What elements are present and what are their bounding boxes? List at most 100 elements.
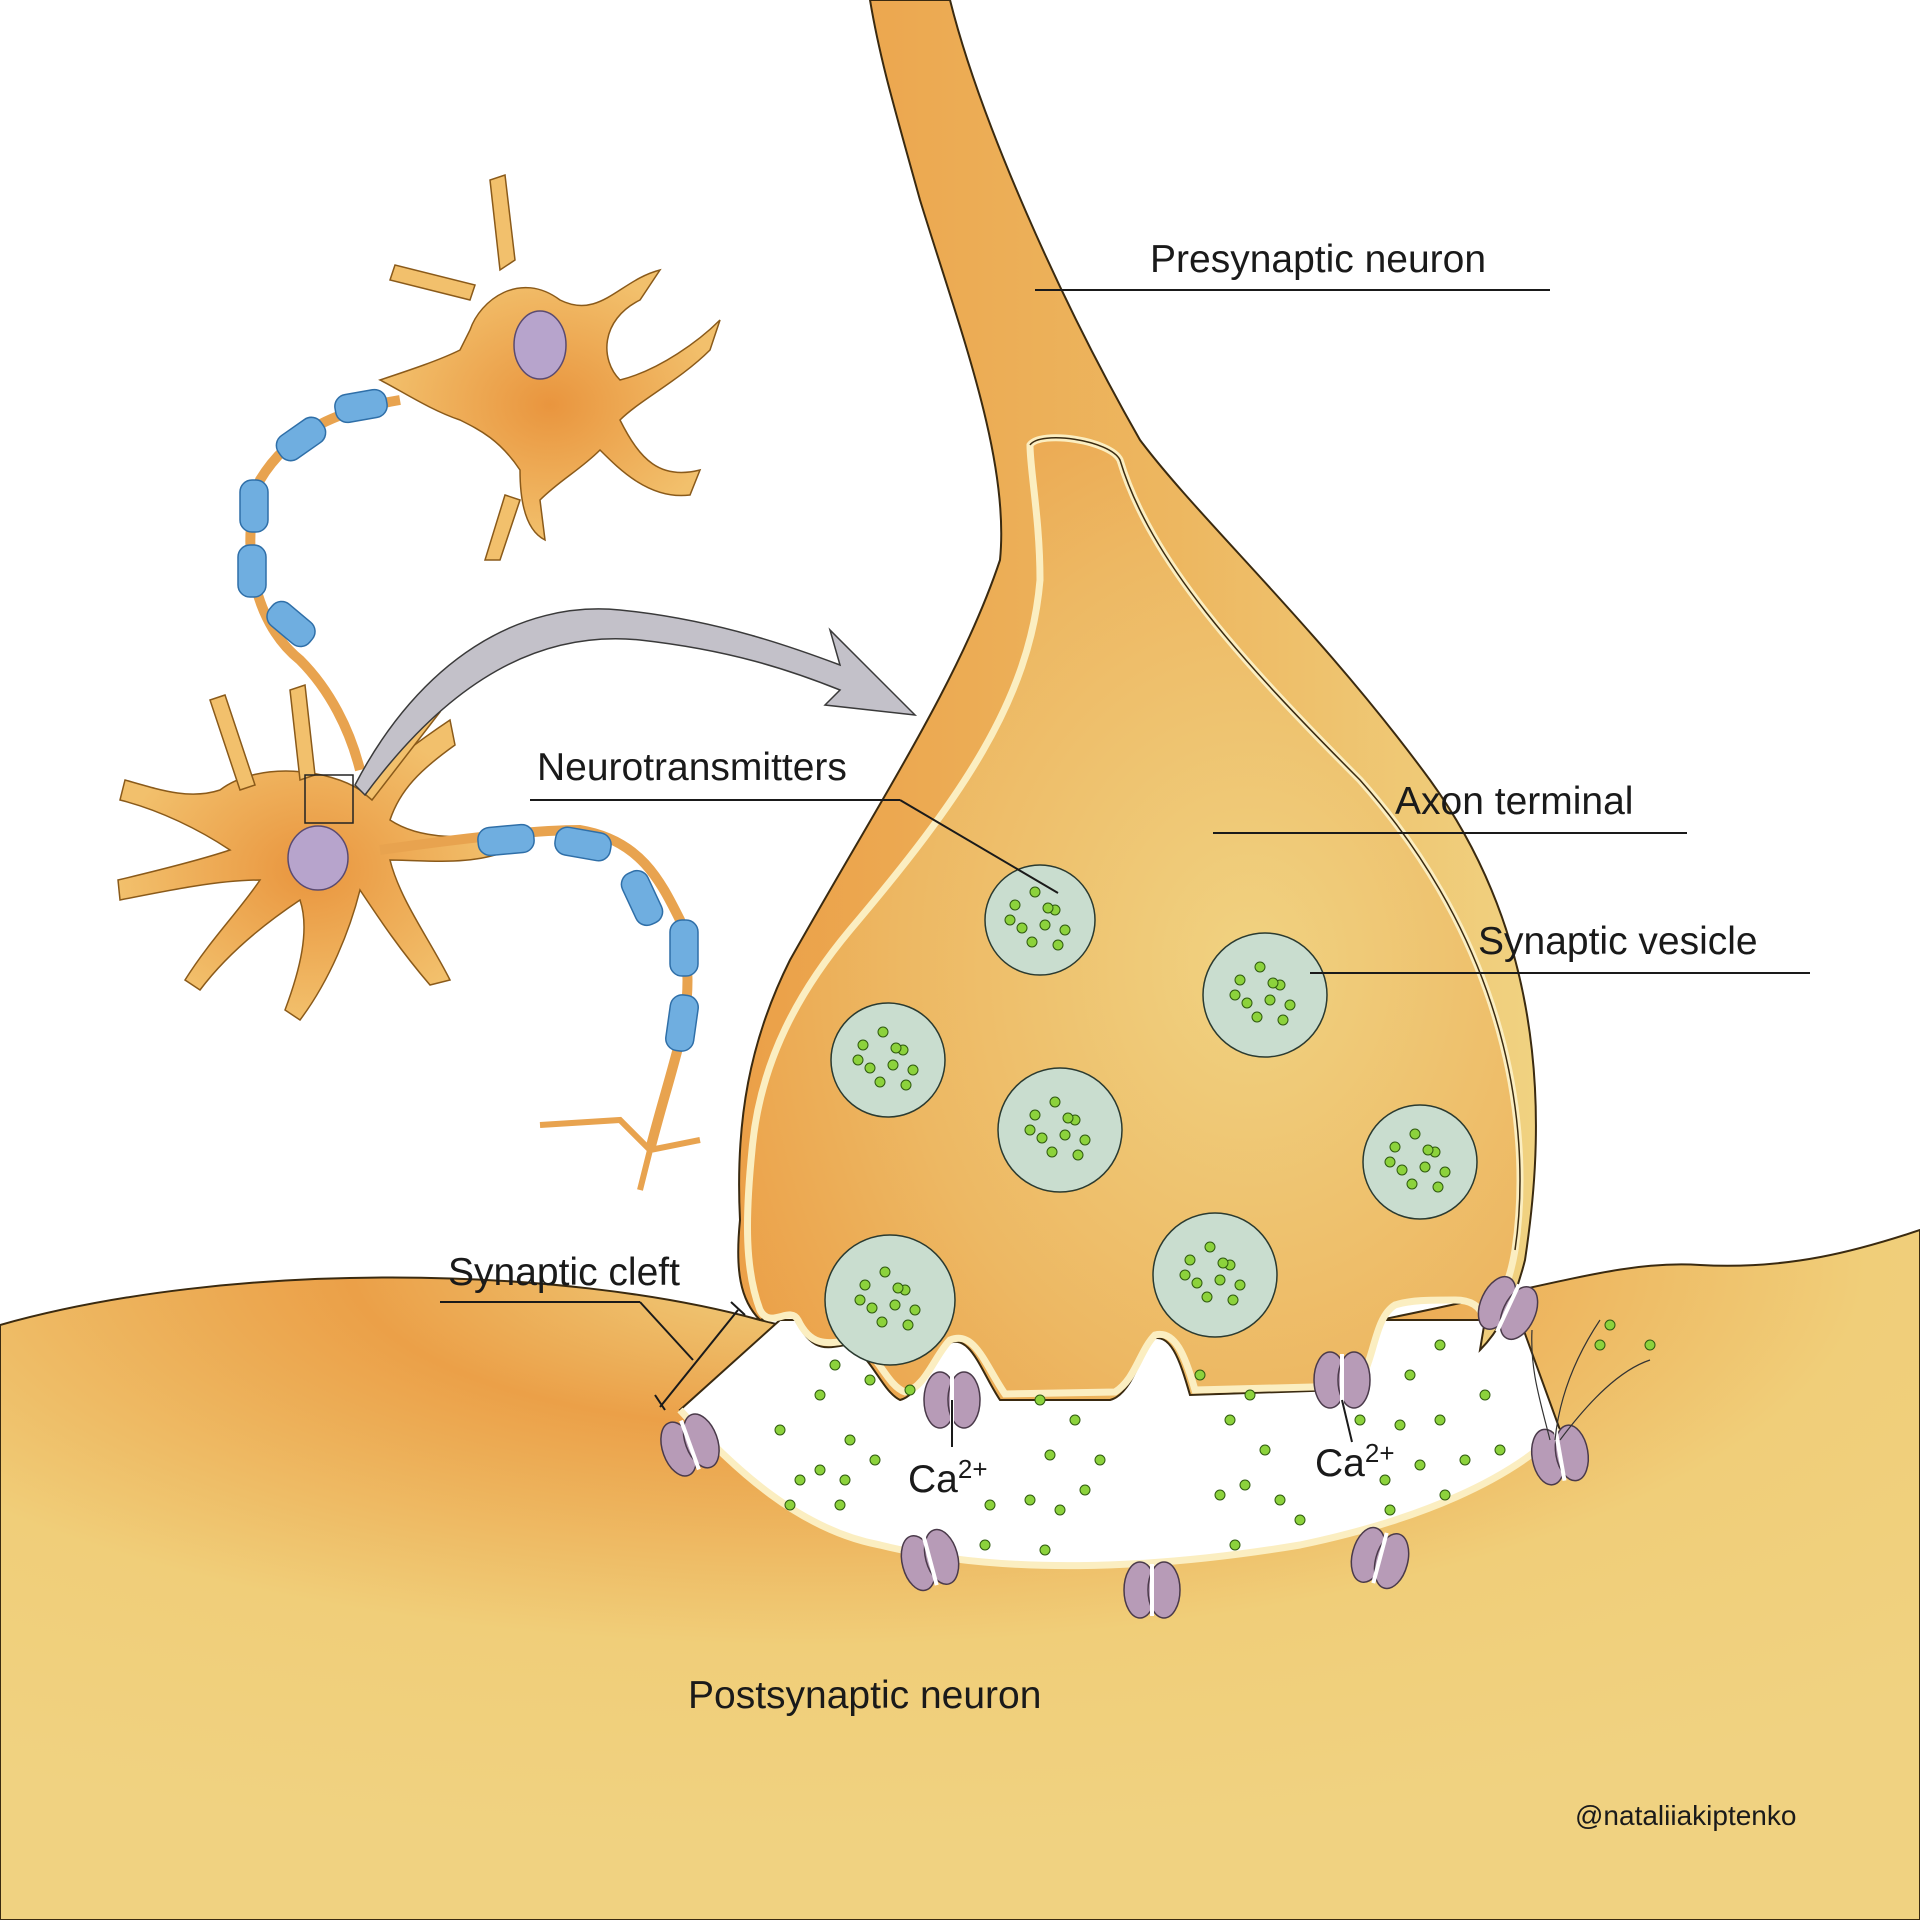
neurotransmitter-dot <box>1241 997 1253 1009</box>
neurotransmitter-dot <box>1214 1274 1226 1286</box>
neurotransmitter-dot <box>864 1374 876 1386</box>
neurotransmitter-dot <box>1432 1181 1444 1193</box>
neurotransmitter-dot <box>829 1359 841 1371</box>
neurotransmitter-dot <box>1254 961 1266 973</box>
neurotransmitter-dot <box>892 1282 904 1294</box>
neurotransmitter-dot <box>1251 1011 1263 1023</box>
neurotransmitter-dot <box>904 1384 916 1396</box>
neurotransmitter-dot <box>1079 1134 1091 1146</box>
neurotransmitter-dot <box>1039 919 1051 931</box>
neuron-illustration-top <box>378 173 721 561</box>
calcium-label-right: Ca2+ <box>1315 1440 1395 1483</box>
neurotransmitter-dot <box>1384 1156 1396 1168</box>
neurotransmitter-dot <box>1214 1489 1226 1501</box>
axon-terminal-label: Axon terminal <box>1395 780 1634 823</box>
neurotransmitter-dot <box>864 1062 876 1074</box>
neurotransmitter-dot <box>1406 1178 1418 1190</box>
neurotransmitters-label: Neurotransmitters <box>537 746 847 789</box>
synaptic-vesicle <box>984 864 1096 976</box>
synaptic-vesicle <box>1152 1212 1278 1338</box>
neurotransmitter-dot <box>1294 1514 1306 1526</box>
neurotransmitter-dot <box>1024 1124 1036 1136</box>
neurotransmitter-dot <box>887 1059 899 1071</box>
neurotransmitter-dot <box>1194 1369 1206 1381</box>
neurotransmitter-dot <box>1049 1096 1061 1108</box>
synaptic-vesicle <box>830 1002 946 1118</box>
neurotransmitter-dot <box>1229 989 1241 1001</box>
neurotransmitter-dot <box>1029 1109 1041 1121</box>
neurotransmitter-dot <box>1201 1291 1213 1303</box>
synaptic-vesicle <box>824 1234 956 1366</box>
neurotransmitter-dot <box>1029 886 1041 898</box>
neurotransmitter-dot <box>1062 1112 1074 1124</box>
neurotransmitter-dot <box>774 1424 786 1436</box>
neurotransmitter-dot <box>1036 1132 1048 1144</box>
neurotransmitter-dot <box>1239 1479 1251 1491</box>
neurotransmitter-dot <box>1644 1339 1656 1351</box>
neurotransmitter-dot <box>876 1316 888 1328</box>
neurotransmitter-dot <box>1422 1144 1434 1156</box>
neurotransmitter-dot <box>984 1499 996 1511</box>
neurotransmitter-dot <box>1244 1389 1256 1401</box>
calcium-charge-right: 2+ <box>1364 1438 1395 1468</box>
neurotransmitter-dot <box>907 1064 919 1076</box>
neurotransmitter-dot <box>844 1434 856 1446</box>
zoom-arrow <box>354 608 918 797</box>
neurotransmitter-dot <box>874 1076 886 1088</box>
leader-lines <box>440 289 1810 1447</box>
neuron-illustration-bottom <box>117 683 501 1022</box>
neurotransmitter-dot <box>1224 1414 1236 1426</box>
neurotransmitter-dot <box>1434 1339 1446 1351</box>
neurotransmitter-dot <box>1434 1414 1446 1426</box>
neurotransmitter-dot <box>814 1389 826 1401</box>
neurotransmitter-dot <box>866 1302 878 1314</box>
neurotransmitter-dot <box>1042 902 1054 914</box>
neurotransmitter-dot <box>1277 1014 1289 1026</box>
neurotransmitter-dot <box>1217 1257 1229 1269</box>
neurotransmitter-dot <box>1179 1269 1191 1281</box>
neurotransmitter-dot <box>1059 924 1071 936</box>
neurotransmitter-dot <box>1604 1319 1616 1331</box>
zoom-region-box <box>304 774 354 824</box>
neurotransmitter-dot <box>1354 1414 1366 1426</box>
neurotransmitter-dot <box>859 1279 871 1291</box>
ion-channel <box>660 1413 720 1477</box>
neurotransmitter-dot <box>1079 1484 1091 1496</box>
neurotransmitter-dot <box>1267 977 1279 989</box>
ion-channel <box>1123 1561 1181 1619</box>
postsynaptic-neuron-label: Postsynaptic neuron <box>688 1674 1042 1717</box>
neurotransmitter-dot <box>1039 1544 1051 1556</box>
calcium-label-left: Ca2+ <box>908 1456 988 1499</box>
neurotransmitter-dot <box>784 1499 796 1511</box>
neurotransmitter-dot <box>1046 1146 1058 1158</box>
neurotransmitter-dot <box>1404 1369 1416 1381</box>
neurotransmitter-dot <box>854 1294 866 1306</box>
ion-channel <box>1477 1275 1539 1341</box>
neurotransmitter-dot <box>1044 1449 1056 1461</box>
neurotransmitter-dot <box>1494 1444 1506 1456</box>
neurotransmitter-dot <box>839 1474 851 1486</box>
myelin-sheaths-top <box>237 388 388 648</box>
neurotransmitter-dot <box>889 1299 901 1311</box>
neurotransmitter-dot <box>1389 1141 1401 1153</box>
myelin-sheaths-bottom <box>477 823 699 1052</box>
synaptic-vesicle-label: Synaptic vesicle <box>1478 920 1758 963</box>
synaptic-cleft-label: Synaptic cleft <box>448 1251 680 1294</box>
ion-channels <box>660 1275 1590 1619</box>
neurotransmitter-dot <box>1384 1504 1396 1516</box>
synaptic-vesicle <box>997 1067 1123 1193</box>
neurotransmitter-dot <box>902 1319 914 1331</box>
neurotransmitter-dot <box>852 1054 864 1066</box>
synaptic-vesicle <box>1202 932 1328 1058</box>
nucleus-top <box>513 310 567 380</box>
neurotransmitter-dot <box>1274 1494 1286 1506</box>
ion-channel <box>1530 1424 1590 1486</box>
neurotransmitter-dot <box>1009 899 1021 911</box>
neurotransmitter-dot <box>857 1039 869 1051</box>
neurotransmitter-dot <box>869 1454 881 1466</box>
neurotransmitter-dot <box>1394 1419 1406 1431</box>
neurotransmitter-dot <box>1229 1539 1241 1551</box>
neurotransmitter-dot <box>1184 1254 1196 1266</box>
